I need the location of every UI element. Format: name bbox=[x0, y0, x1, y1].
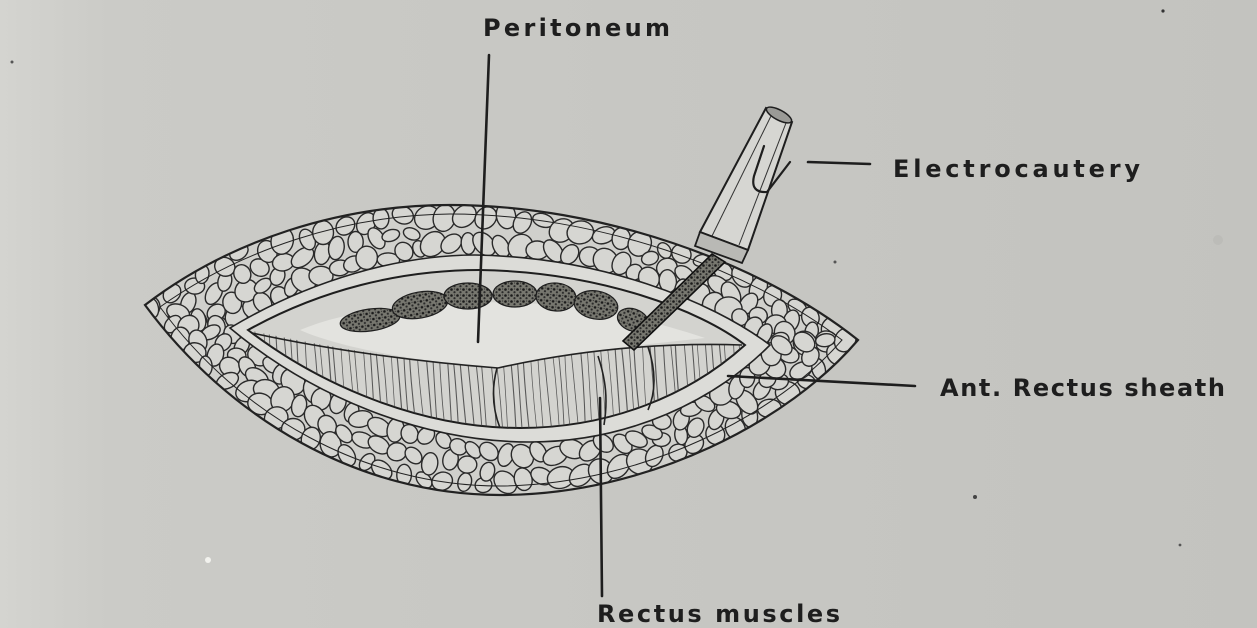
ant-rectus-sheath-label: Ant. Rectus sheath bbox=[940, 374, 1225, 402]
rectus-muscles-label: Rectus muscles bbox=[597, 600, 840, 628]
fat-lobule bbox=[458, 456, 477, 473]
tissue-lobe bbox=[444, 283, 492, 309]
electrocautery-label: Electrocautery bbox=[893, 155, 1140, 183]
tissue-lobe bbox=[493, 281, 537, 307]
